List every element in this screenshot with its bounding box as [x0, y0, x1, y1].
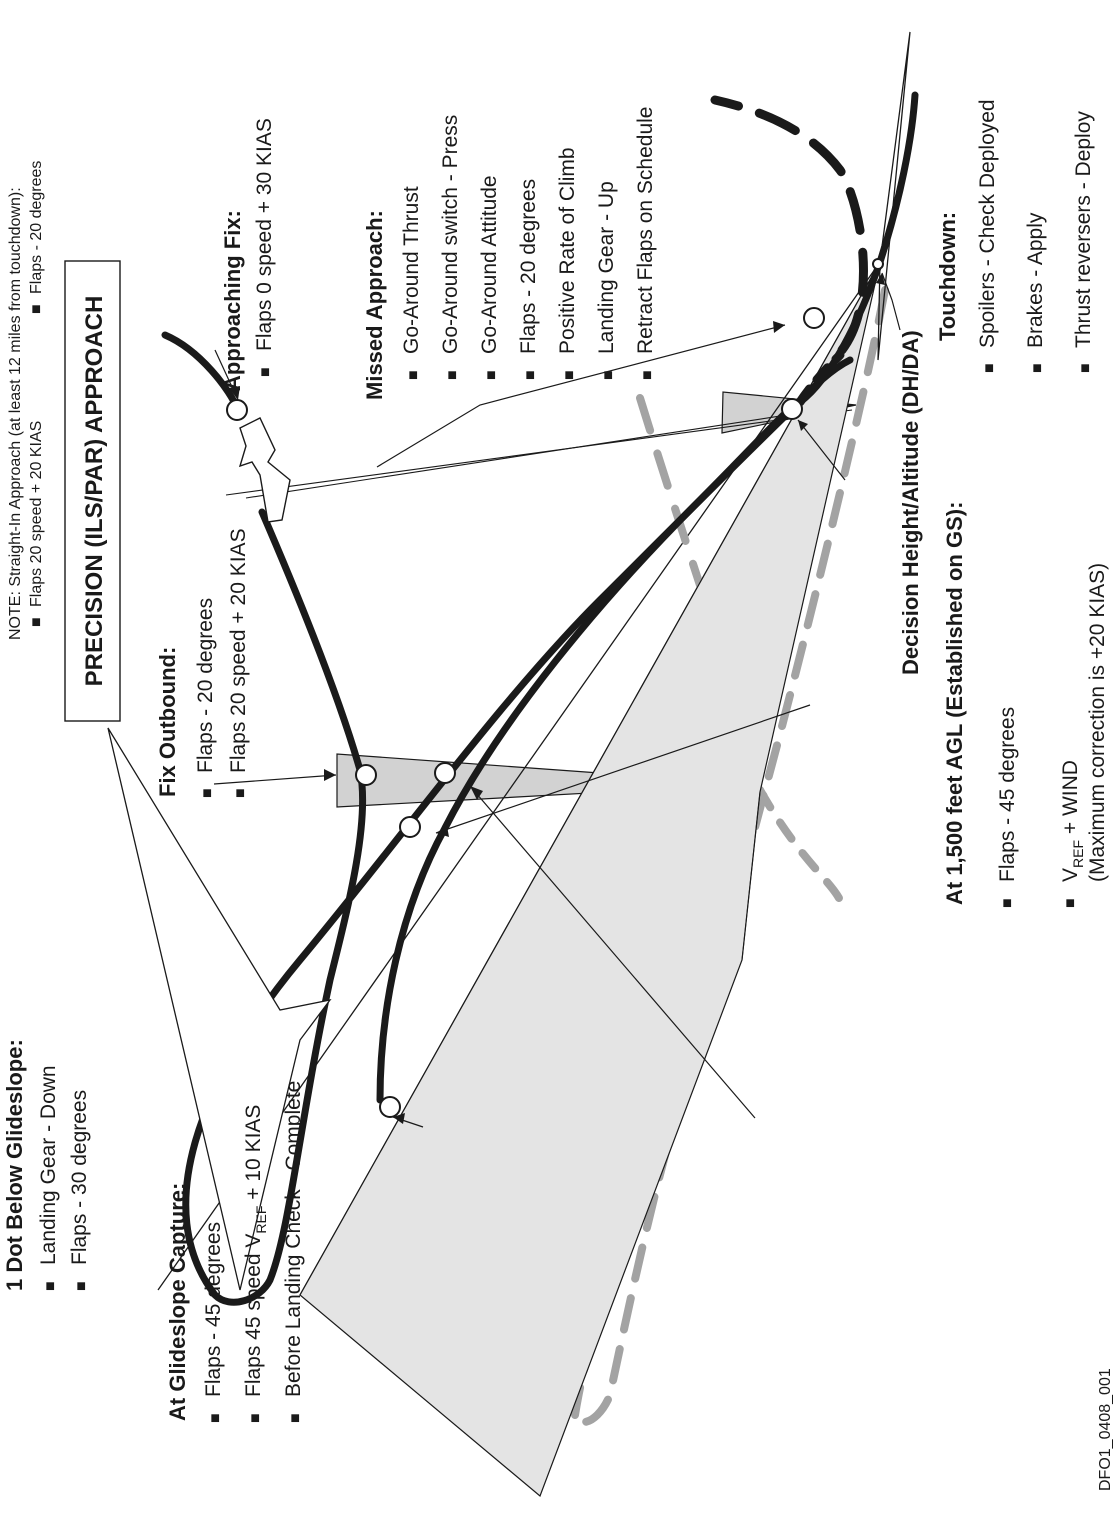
gs-capture-item-1: Flaps - 45 degrees — [202, 1222, 225, 1397]
aircraft-arrow — [238, 417, 291, 523]
gs-capture-bullet-1: ■ — [207, 1413, 224, 1423]
fix-outbound-heading: Fix Outbound: — [155, 647, 180, 797]
one-dot-bullet-2: ■ — [73, 1281, 90, 1291]
missed-approach-bullet-6: ■ — [600, 370, 617, 380]
note-item-2: Flaps - 20 degrees — [28, 161, 45, 294]
approach-line-b — [245, 404, 853, 499]
at-1500-vref: VREF + WIND — [1059, 760, 1086, 882]
gs-capture-bullet-2: ■ — [247, 1413, 264, 1423]
at-1500-vref-note: (Maximum correction is +20 KIAS) — [1086, 563, 1109, 882]
note-bullet-2: ■ — [28, 304, 45, 314]
vref-v: V — [1059, 868, 1082, 882]
one-dot-bullet-1: ■ — [42, 1281, 59, 1291]
at-1500-bullet-1: ■ — [999, 898, 1016, 908]
decision-height-heading: Decision Height/Altitude (DH/DA) — [898, 330, 923, 675]
touchdown-bullet-2: ■ — [1029, 363, 1046, 373]
waypoint-touchdown — [872, 258, 884, 270]
missed-approach-item-5: Positive Rate of Climb — [556, 147, 579, 354]
gs-capture-item-3: Before Landing Check - Complete — [282, 1081, 305, 1397]
figure-id: DFO1_0408_001 — [1097, 1368, 1114, 1491]
missed-approach-heading: Missed Approach: — [362, 210, 387, 400]
waypoint-missed — [803, 307, 825, 329]
missed-approach-item-6: Landing Gear - Up — [595, 181, 618, 354]
at-1500-item-1: Flaps - 45 degrees — [996, 707, 1019, 882]
vref-wind: + WIND — [1059, 760, 1082, 840]
drawing — [107, 31, 919, 1498]
missed-approach-item-7: Retract Flaps on Schedule — [634, 107, 657, 354]
at-1500-heading: At 1,500 feet AGL (Established on GS): — [942, 502, 967, 905]
one-dot-item-2: Flaps - 30 degrees — [68, 1090, 91, 1265]
missed-approach-bullet-1: ■ — [405, 370, 422, 380]
missed-approach-item-2: Go-Around switch - Press — [439, 115, 462, 354]
one-dot-item-1: Landing Gear - Down — [37, 1065, 60, 1265]
fix-outbound-item-1: Flaps - 20 degrees — [194, 598, 217, 773]
touchdown-item-1: Spoilers - Check Deployed — [976, 99, 999, 348]
touchdown-item-2: Brakes - Apply — [1024, 212, 1047, 348]
title-box — [64, 260, 121, 722]
note-bullet-1: ■ — [28, 617, 45, 627]
fix-outbound-bullet-1: ■ — [199, 788, 216, 798]
missed-approach-bullet-2: ■ — [444, 370, 461, 380]
at-1500-bullet-2: ■ — [1062, 898, 1079, 908]
vref-sub: REF — [1070, 840, 1086, 868]
fix-outbound-item-2: Flaps 20 speed + 20 KIAS — [227, 528, 250, 773]
waypoint-1500ft — [434, 762, 456, 784]
touchdown-heading: Touchdown: — [935, 212, 960, 341]
annotation-layer: PRECISION (ILS/PAR) APPROACH NOTE: Strai… — [2, 99, 1114, 1491]
waypoint-approaching-fix — [226, 399, 248, 421]
fix-outbound-bullet-2: ■ — [232, 788, 249, 798]
waypoint-fix-outbound — [355, 764, 377, 786]
waypoint-one-dot — [379, 1096, 401, 1118]
missed-approach-path — [710, 95, 868, 355]
runway-shape — [299, 31, 911, 1498]
one-dot-heading: 1 Dot Below Glideslope: — [2, 1039, 27, 1291]
missed-approach-bullet-3: ■ — [483, 370, 500, 380]
gs-capture-item-2-post: + 10 KIAS — [242, 1105, 265, 1206]
missed-approach-item-1: Go-Around Thrust — [400, 186, 423, 354]
note-item-1: Flaps 20 speed + 20 KIAS — [28, 421, 45, 607]
waypoint-dh — [781, 398, 803, 420]
leader-arrowheads — [229, 273, 885, 1124]
touchdown-bullet-3: ■ — [1077, 363, 1094, 373]
touchdown-item-3: Thrust reversers - Deploy — [1072, 111, 1095, 348]
missed-approach-bullet-4: ■ — [522, 370, 539, 380]
missed-approach-item-4: Flaps - 20 degrees — [517, 179, 540, 354]
missed-approach-bullet-5: ■ — [561, 370, 578, 380]
missed-approach-bullet-7: ■ — [639, 370, 656, 380]
waypoints — [226, 258, 884, 1118]
diagram-title: PRECISION (ILS/PAR) APPROACH — [81, 296, 108, 687]
arrowhead-left — [107, 727, 332, 1291]
approaching-fix-item-1: Flaps 0 speed + 30 KIAS — [253, 118, 276, 351]
approaching-fix-heading: Approaching Fix: — [220, 210, 245, 391]
gs-capture-item-2-sub: REF — [253, 1206, 269, 1234]
approaching-fix-bullet: ■ — [257, 367, 274, 377]
gs-capture-item-2-pre: Flaps 45 speed V — [242, 1234, 265, 1397]
gs-capture-item-2: Flaps 45 speed VREF + 10 KIAS — [242, 1105, 269, 1397]
gs-capture-heading: At Glideslope Capture: — [165, 1183, 190, 1421]
missed-approach-tail — [795, 350, 845, 407]
note-heading: NOTE: Straight-In Approach (at least 12 … — [7, 187, 24, 640]
missed-approach-item-3: Go-Around Attitude — [478, 175, 501, 354]
gs-capture-bullet-3: ■ — [287, 1413, 304, 1423]
touchdown-bullet-1: ■ — [981, 363, 998, 373]
waypoint-gs-capture — [399, 816, 421, 838]
